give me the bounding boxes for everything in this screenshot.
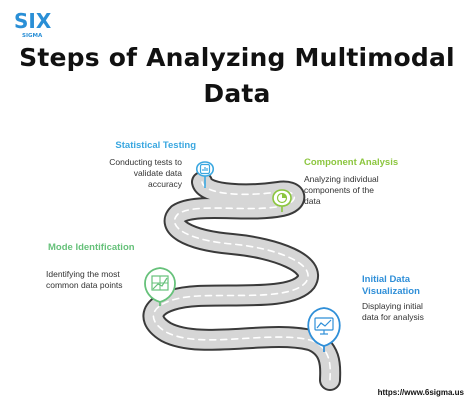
mode-identification-desc-line: common data points bbox=[46, 280, 123, 290]
title-line-1: Steps of Analyzing Multimodal bbox=[19, 43, 455, 72]
component-analysis-desc-line: data bbox=[304, 196, 321, 206]
mode-identification-desc: Identifying the most common data points bbox=[46, 269, 156, 291]
source-url: https://www.6sigma.us bbox=[377, 388, 464, 397]
road-lane-markings bbox=[152, 181, 332, 381]
logo-text: SIX bbox=[14, 9, 52, 33]
mode-identification-marker bbox=[144, 267, 176, 306]
statistical-testing-desc-line: Conducting tests to bbox=[109, 157, 182, 167]
statistical-testing-title: Statistical Testing bbox=[115, 140, 196, 151]
mode-identification-title: Mode Identification bbox=[48, 242, 135, 253]
statistical-testing-desc-line: validate data bbox=[133, 168, 182, 178]
component-analysis-desc-line: Analyzing individual bbox=[304, 174, 379, 184]
component-analysis-desc-line: components of the bbox=[304, 185, 374, 195]
pie-chart-icon bbox=[276, 192, 288, 204]
road-surface bbox=[144, 173, 340, 389]
clipboard-chart-icon bbox=[199, 163, 211, 175]
component-analysis-desc: Analyzing individual components of the d… bbox=[304, 174, 424, 207]
grid-chart-icon bbox=[151, 275, 169, 291]
initial-data-visualization-title-line: Initial Data bbox=[362, 274, 411, 285]
statistical-testing-marker bbox=[195, 161, 215, 188]
presentation-chart-icon bbox=[314, 317, 334, 335]
component-analysis-title: Component Analysis bbox=[304, 157, 399, 168]
initial-data-visualization-title-line: Visualization bbox=[362, 286, 420, 297]
statistical-testing-desc: Conducting tests to validate data accura… bbox=[86, 157, 182, 190]
logo-subtext: SIGMA bbox=[22, 33, 43, 39]
page-title: Steps of Analyzing Multimodal Data bbox=[0, 40, 474, 112]
mode-identification-desc-line: Identifying the most bbox=[46, 269, 120, 279]
initial-data-visualization-desc-line: data for analysis bbox=[362, 312, 424, 322]
initial-data-visualization-desc-line: Displaying initial bbox=[362, 301, 423, 311]
statistical-testing-desc-line: accuracy bbox=[147, 179, 182, 189]
initial-data-visualization-title: Initial Data Visualization bbox=[362, 274, 462, 298]
initial-data-visualization-marker bbox=[307, 307, 341, 352]
initial-data-visualization-desc: Displaying initial data for analysis bbox=[362, 301, 462, 323]
component-analysis-marker bbox=[272, 189, 292, 212]
title-line-2: Data bbox=[203, 79, 271, 108]
six-sigma-logo: SIX SIGMA bbox=[14, 9, 52, 39]
